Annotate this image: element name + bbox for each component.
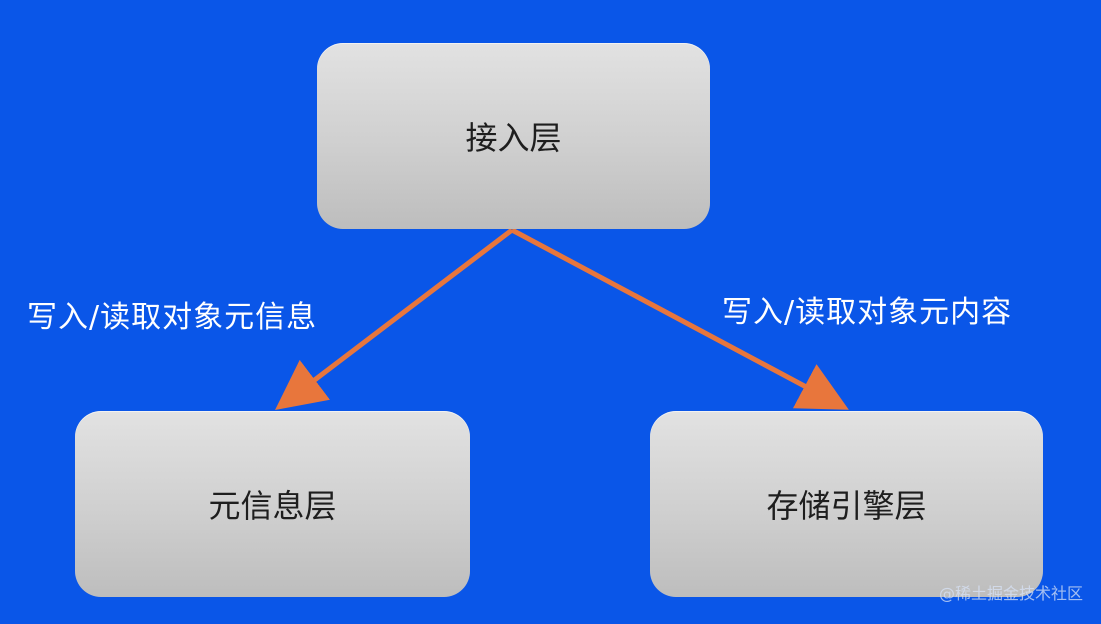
storage-engine-layer-node: 存储引擎层 (650, 411, 1043, 597)
access-layer-label: 接入层 (465, 119, 562, 157)
arrow-to-storage-layer (510, 227, 849, 410)
arrow-to-meta-layer (275, 228, 514, 411)
edge-label-meta: 写入/读取对象元信息 (27, 300, 318, 335)
edge-label-storage: 写入/读取对象元内容 (722, 295, 1013, 330)
access-layer-node: 接入层 (317, 43, 710, 229)
meta-layer-node: 元信息层 (75, 411, 470, 597)
storage-engine-layer-label: 存储引擎层 (766, 487, 927, 525)
watermark: @稀土掘金技术社区 (938, 584, 1083, 603)
meta-layer-label: 元信息层 (208, 487, 337, 525)
